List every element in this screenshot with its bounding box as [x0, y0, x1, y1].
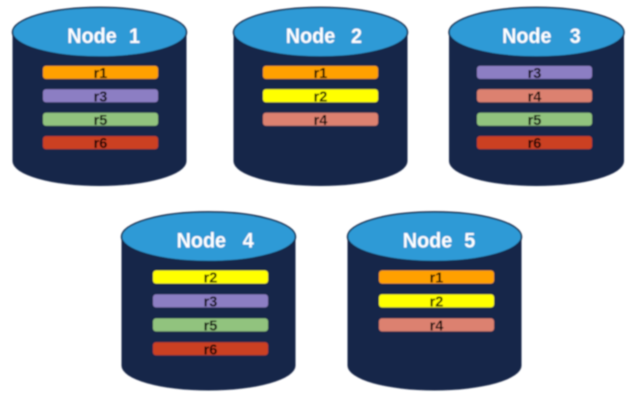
- svg-text:r4: r4: [528, 89, 542, 105]
- svg-text:r6: r6: [94, 136, 108, 152]
- svg-text:4: 4: [243, 229, 254, 253]
- svg-text:r3: r3: [528, 66, 542, 82]
- svg-text:r6: r6: [204, 342, 218, 358]
- svg-text:r5: r5: [204, 319, 218, 335]
- svg-text:r1: r1: [314, 66, 328, 82]
- svg-text:Node: Node: [67, 24, 116, 48]
- svg-text:r2: r2: [314, 89, 328, 105]
- svg-text:3: 3: [570, 24, 581, 48]
- svg-text:r4: r4: [314, 113, 328, 129]
- svg-text:r1: r1: [430, 271, 444, 287]
- svg-text:r1: r1: [94, 66, 108, 82]
- svg-text:5: 5: [464, 229, 475, 253]
- svg-text:1: 1: [129, 24, 140, 48]
- svg-text:r2: r2: [430, 295, 444, 311]
- svg-text:r5: r5: [528, 113, 542, 129]
- svg-text:Node: Node: [286, 24, 335, 48]
- svg-text:Node: Node: [177, 229, 226, 253]
- svg-text:r6: r6: [528, 136, 542, 152]
- svg-text:r3: r3: [94, 89, 108, 105]
- svg-text:Node: Node: [403, 229, 452, 253]
- svg-text:r2: r2: [204, 271, 218, 287]
- svg-text:Node: Node: [502, 24, 551, 48]
- svg-text:2: 2: [351, 24, 362, 48]
- svg-text:r5: r5: [94, 113, 108, 129]
- svg-text:r4: r4: [430, 319, 444, 335]
- svg-text:r3: r3: [204, 295, 218, 311]
